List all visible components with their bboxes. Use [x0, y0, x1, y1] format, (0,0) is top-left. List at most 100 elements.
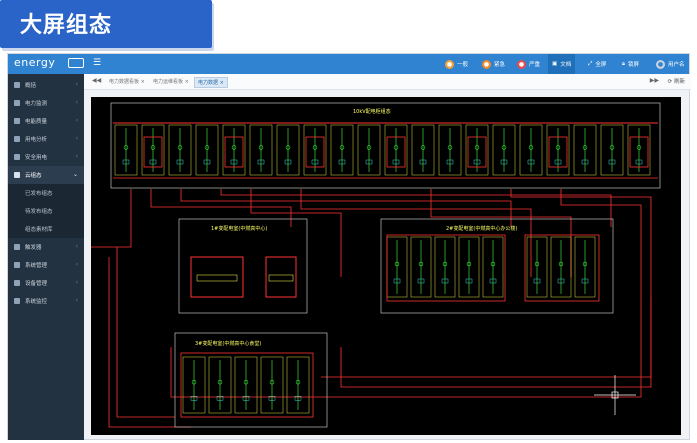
sidebar-item-system-monitor[interactable]: 系统监控 ‹ — [8, 292, 84, 310]
monitor-icon — [14, 298, 20, 304]
sidebar-item-trigger[interactable]: 触发器 ‹ — [8, 238, 84, 256]
chevron-left-icon: ‹ — [75, 261, 78, 268]
sidebar-subitem-label: 待发布组态 — [25, 209, 53, 215]
docs-button[interactable]: ▣ 文档 — [548, 54, 576, 74]
bell-icon: ● — [445, 59, 454, 69]
sidebar-item-label: 系统管理 — [25, 263, 48, 269]
power-icon — [14, 100, 20, 106]
alarm-severe-button[interactable]: ● 严重 — [517, 57, 540, 71]
lock-screen-button[interactable]: 🔒︎ 锁屏 — [622, 57, 639, 71]
cabinet-outline — [286, 356, 310, 414]
refresh-button[interactable]: ⟳ 刷新 — [667, 79, 685, 85]
trigger-icon — [14, 244, 20, 250]
app-logo: energy — [14, 56, 56, 69]
cabinet-row — [114, 124, 651, 176]
cabinet-outline — [465, 124, 489, 176]
cabinet-outline — [600, 124, 624, 176]
sidebar-item-power-quality[interactable]: 电能质量‹ — [8, 112, 84, 130]
tab-scroll-right-icon[interactable]: ▶▶ — [649, 77, 659, 84]
sidebar-item-safety[interactable]: 安全用电‹ — [8, 148, 84, 166]
fullscreen-label: 全屏 — [595, 62, 607, 68]
highlight-frame — [386, 136, 406, 168]
cabinet-outline — [249, 124, 273, 176]
left-substation-box: 1#变配电室(中燃高中心) — [178, 218, 308, 314]
cabinet-outline — [141, 124, 165, 176]
tab-power-ops-board[interactable]: 电力运维看板 × — [153, 79, 189, 85]
shield-icon — [14, 154, 20, 160]
highlight-frame — [629, 136, 649, 168]
cabinet-outline — [573, 124, 597, 176]
lock-icon: 🔒︎ — [622, 60, 625, 67]
cabinet-outline — [357, 124, 381, 176]
gear-icon — [14, 262, 20, 268]
sidebar-item-device-mgmt[interactable]: 设备管理 ‹ — [8, 274, 84, 292]
cabinet-outline — [550, 236, 572, 298]
refresh-label: 刷新 — [673, 79, 685, 85]
tab-label: 电力运维看板 — [153, 79, 184, 85]
cabinet-outline — [546, 124, 570, 176]
sidebar-item-power-monitor[interactable]: 电力监测‹ — [8, 94, 84, 112]
alarm-severe-label: 严重 — [529, 62, 541, 68]
tab-label: 电力数据 — [198, 80, 219, 86]
chevron-left-icon: ‹ — [75, 297, 78, 304]
cabinet-outline — [208, 356, 232, 414]
chevron-left-icon: ‹ — [75, 135, 78, 142]
sidebar-item-label: 电能质量 — [25, 119, 48, 125]
sidebar-item-label: 设备管理 — [25, 281, 48, 287]
cad-diagram-canvas[interactable]: 10kV配电柜组态 1#变配电室(中燃高中心) — [91, 97, 681, 435]
sidebar-item-system-mgmt[interactable]: 系统管理 ‹ — [8, 256, 84, 274]
alarm-normal-label: 一般 — [457, 62, 469, 68]
tab-label: 电力数据看板 — [109, 79, 140, 85]
bottom-substation-box: 3#变配电室(中燃高中心食堂) — [174, 332, 328, 428]
sidebar-subitem-published[interactable]: 已发布组态 — [8, 184, 84, 202]
tab-power-data[interactable]: 电力数据 × — [194, 77, 228, 88]
tab-power-data-board[interactable]: 电力数据看板 × — [109, 79, 145, 85]
alarm-normal-button[interactable]: ● 一般 — [445, 57, 468, 71]
bottom-cabinet-row — [180, 352, 314, 418]
cabinet-outline — [438, 124, 462, 176]
cabinet-outline — [168, 124, 192, 176]
quality-icon — [14, 118, 20, 124]
sidebar-subitem-library[interactable]: 组态素材库 — [8, 220, 84, 238]
sidebar-item-usage-analysis[interactable]: 用电分析‹ — [8, 130, 84, 148]
top-switchgear-panel: 10kV配电柜组态 — [110, 102, 661, 189]
sidebar-subitem-label: 组态素材库 — [25, 227, 53, 233]
cabinet-outline — [330, 124, 354, 176]
sidebar-item-label: 系统监控 — [25, 299, 48, 305]
right-box-title: 2#变配电室(中燃高中心办公楼) — [446, 225, 517, 232]
left-box-title: 1#变配电室(中燃高中心) — [211, 225, 267, 232]
app-window: energy ☰ ● 一般 ● 紧急 ● 严重 ▣ 文档 ⤢ 全屏 🔒︎ 锁屏 … — [7, 53, 691, 440]
tab-bar: ◀◀ 电力数据看板 × 电力运维看板 × 电力数据 × ▶▶ ⟳ 刷新 — [84, 74, 691, 90]
sidebar-item-label: 触发器 — [25, 245, 42, 251]
chevron-left-icon: ‹ — [75, 99, 78, 106]
cabinet-outline — [492, 124, 516, 176]
sidebar-item-cloud-config[interactable]: 云组态⌄ — [8, 166, 84, 184]
chevron-left-icon: ‹ — [75, 279, 78, 286]
highlight-frame — [305, 136, 325, 168]
document-icon: ▣ — [552, 61, 558, 67]
cabinet-outline — [574, 236, 596, 298]
cabinet-outline — [410, 236, 432, 298]
chevron-left-icon: ‹ — [75, 243, 78, 250]
banner-title: 大屏组态 — [20, 13, 113, 38]
cabinet-outline — [526, 236, 548, 298]
fullscreen-button[interactable]: ⤢ 全屏 — [588, 57, 606, 71]
menu-toggle-icon[interactable]: ☰ — [93, 58, 102, 68]
device-icon — [14, 280, 20, 286]
alarm-urgent-button[interactable]: ● 紧急 — [482, 57, 505, 71]
analysis-icon — [14, 136, 20, 142]
docs-label: 文档 — [560, 62, 572, 68]
cabinet-outline — [195, 124, 219, 176]
sidebar-item-label: 概括 — [25, 83, 37, 89]
top-bar: energy ☰ ● 一般 ● 紧急 ● 严重 ▣ 文档 ⤢ 全屏 🔒︎ 锁屏 … — [8, 54, 689, 74]
sidebar-item-overview[interactable]: 概括‹ — [8, 76, 84, 94]
user-menu[interactable]: ● 用户名 — [656, 57, 685, 71]
cabinet-outline — [303, 124, 327, 176]
cabinet-outline — [411, 124, 435, 176]
cabinet-outline — [458, 236, 480, 298]
highlight-frame — [467, 136, 487, 168]
sidebar-subitem-pending[interactable]: 待发布组态 — [8, 202, 84, 220]
tab-scroll-left-icon[interactable]: ◀◀ — [92, 77, 102, 84]
crosshair-cursor-icon — [594, 375, 636, 415]
cabinet-outline — [260, 356, 284, 414]
